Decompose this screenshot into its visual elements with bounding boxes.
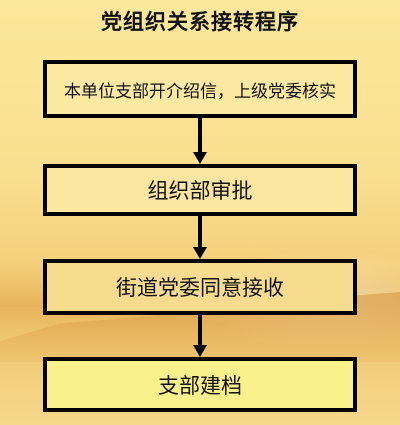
arrow-head-1 [193, 152, 207, 164]
arrow-down-1 [193, 118, 207, 164]
arrow-shaft-3 [198, 315, 202, 347]
arrow-head-3 [193, 345, 207, 357]
step-label-3: 街道党委同意接收 [116, 276, 284, 300]
arrow-down-2 [193, 216, 207, 259]
step-label-4: 支部建档 [158, 373, 242, 398]
arrow-shaft-2 [198, 216, 202, 249]
step-box-2: 组织部审批 [43, 164, 357, 216]
arrow-down-3 [193, 315, 207, 357]
step-label-2: 组织部审批 [147, 179, 253, 203]
arrow-head-2 [193, 247, 207, 259]
diagram-title: 党组织关系接转程序 [101, 10, 299, 34]
step-label-1: 本单位支部开介绍信，上级党委核实 [64, 81, 336, 102]
step-box-1: 本单位支部开介绍信，上级党委核实 [43, 60, 357, 118]
step-box-4: 支部建档 [43, 357, 357, 412]
arrow-shaft-1 [198, 118, 202, 154]
step-box-3: 街道党委同意接收 [43, 259, 357, 315]
